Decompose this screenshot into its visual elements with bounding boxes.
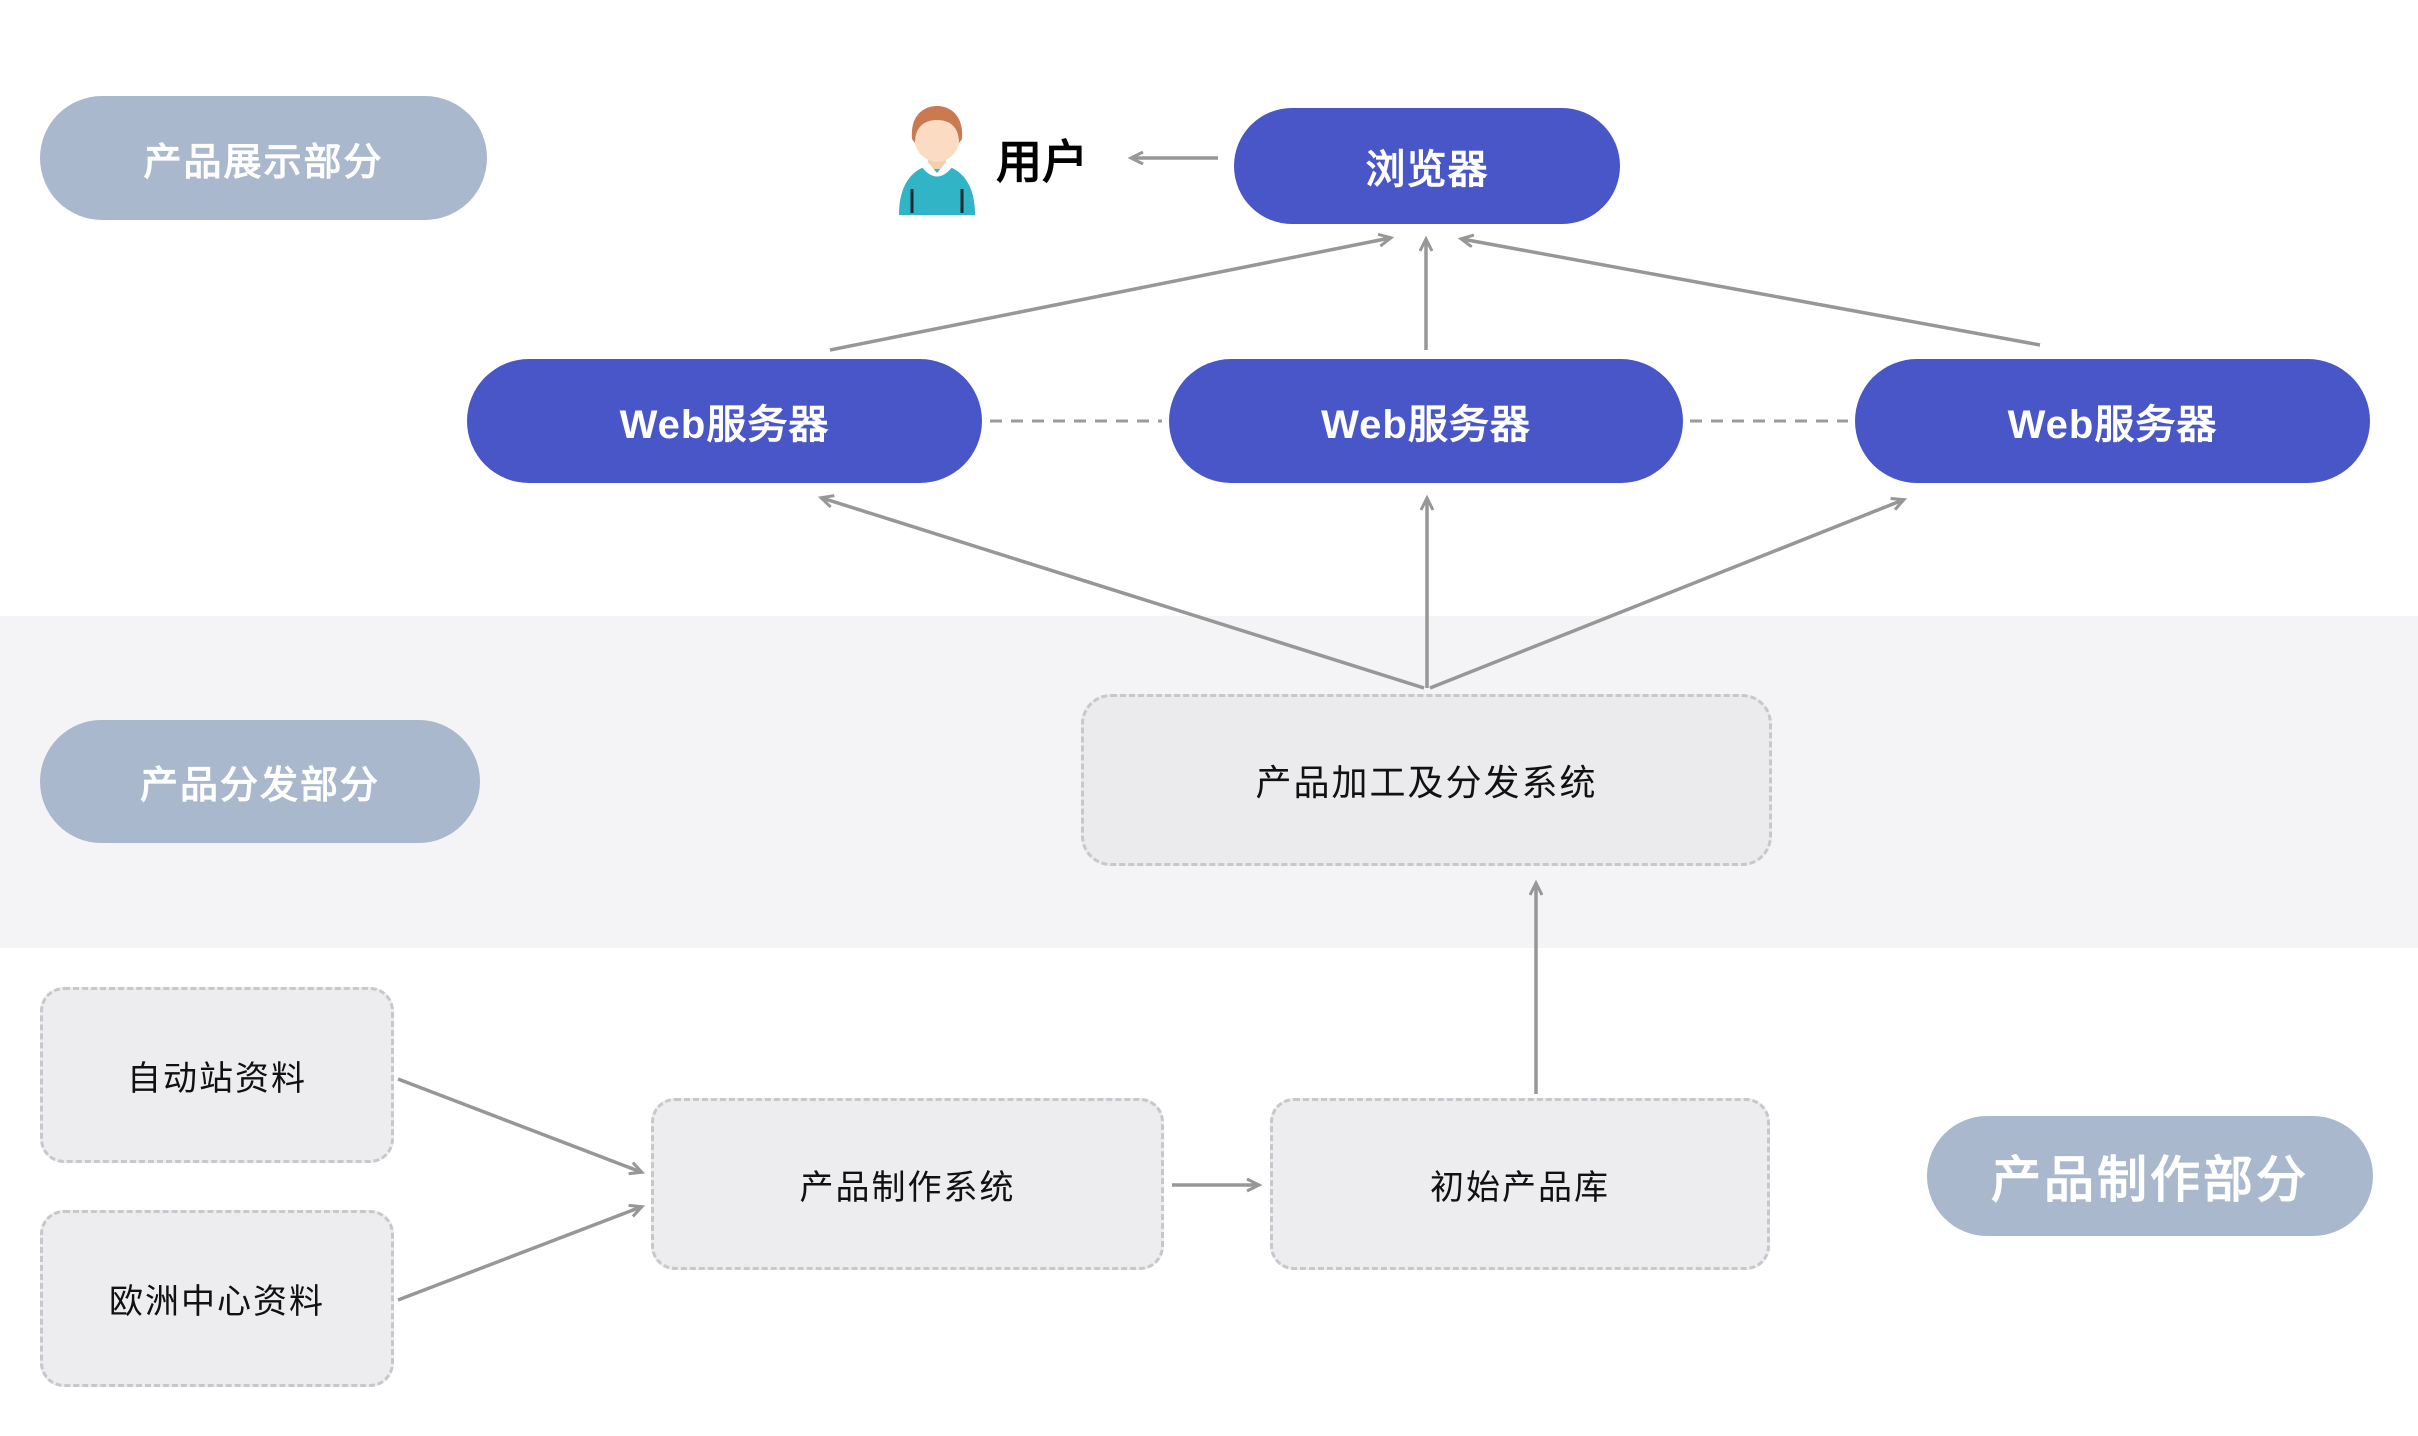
section-label-product-display: 产品展示部分 [40,96,487,220]
node-initial-product-db: 初始产品库 [1270,1098,1770,1270]
node-processing-distribution-system: 产品加工及分发系统 [1081,694,1772,866]
section-label-product-distribution: 产品分发部分 [40,720,480,843]
section-label-product-production: 产品制作部分 [1927,1116,2373,1236]
arrow-webserver1-to-browser [829,238,1390,352]
arrow-autostation-to-production [397,1077,641,1172]
arrow-europecenter-to-production [397,1207,641,1302]
node-web-server-1: Web服务器 [467,359,982,483]
arrow-webserver3-to-browser [1462,239,2041,347]
node-auto-station-data: 自动站资料 [40,987,394,1163]
node-production-system: 产品制作系统 [651,1098,1164,1270]
node-europe-center-data: 欧洲中心资料 [40,1210,394,1387]
node-web-server-3: Web服务器 [1855,359,2370,483]
node-browser: 浏览器 [1234,108,1620,224]
node-web-server-2: Web服务器 [1169,359,1683,483]
user-label: 用户 [996,136,1088,188]
user-avatar-icon [891,103,983,215]
